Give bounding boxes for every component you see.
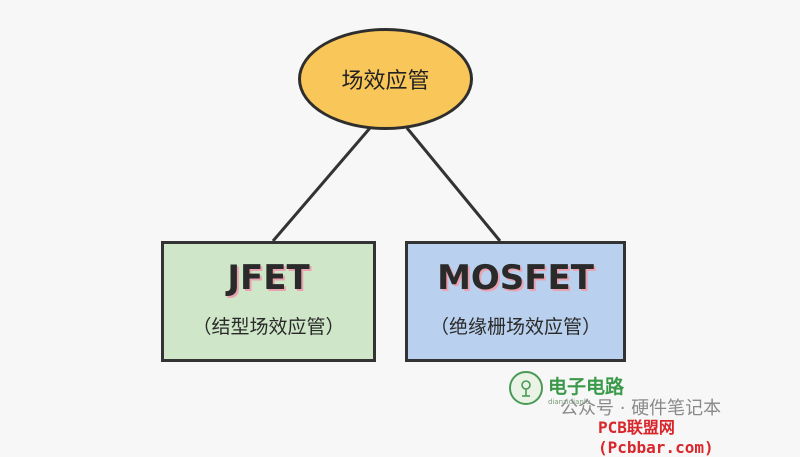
jfet-node: JFET （结型场效应管） (161, 241, 376, 362)
mosfet-title: MOSFET (437, 258, 594, 298)
root-node: 场效应管 (298, 28, 473, 130)
watermark-footer: PCB联盟网 (Pcbbar.com) (598, 418, 714, 457)
root-node-label: 场效应管 (341, 69, 430, 94)
watermark-brand: 电子电路 (548, 376, 625, 398)
watermark-logo-icon (509, 371, 543, 405)
connector-lines (271, 127, 502, 242)
mosfet-node: MOSFET （绝缘栅场效应管） (405, 241, 626, 362)
link-root-mosfet (405, 127, 502, 242)
watermark-tagline: dianzidianlu (548, 398, 591, 406)
link-root-jfet (271, 127, 372, 242)
jfet-title: JFET (227, 258, 310, 298)
mosfet-subtitle: （绝缘栅场效应管） (429, 316, 601, 338)
watermark-account: 公众号 · 硬件笔记本 (560, 398, 722, 419)
jfet-subtitle: （结型场效应管） (192, 316, 345, 338)
